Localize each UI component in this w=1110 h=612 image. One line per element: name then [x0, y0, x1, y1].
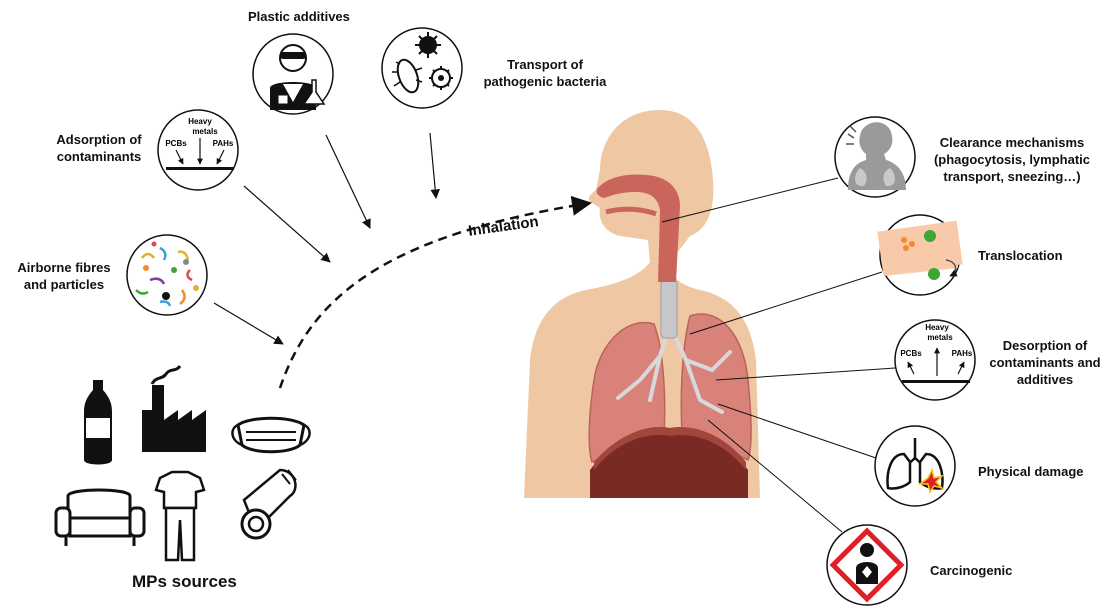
contaminant-adsorption-icon: Heavy metals PCBs PAHs [158, 110, 238, 190]
arrow-bacteria [430, 133, 436, 198]
label-plastic-additives: Plastic additives [248, 8, 350, 25]
label-mps-sources: MPs sources [132, 573, 237, 590]
svg-text:Heavy: Heavy [925, 323, 949, 332]
label-translocation: Translocation [978, 247, 1063, 264]
clothes-icon [156, 472, 204, 560]
svg-text:PCBs: PCBs [165, 139, 187, 148]
svg-text:metals: metals [192, 127, 218, 136]
sofa-icon [56, 490, 144, 546]
label-clearance-line3: transport, sneezing…) [922, 168, 1102, 185]
mps-sources [56, 366, 310, 560]
label-desorption-line3: additives [980, 371, 1110, 388]
clearance-icon [835, 117, 915, 197]
label-desorption-line1: Desorption of [980, 337, 1110, 354]
arrow-airborne [214, 303, 283, 344]
label-carcinogenic: Carcinogenic [930, 562, 1012, 579]
label-adsorption-line2: contaminants [44, 148, 154, 165]
svg-text:metals: metals [927, 333, 953, 342]
label-transport-bacteria-line1: Transport of [470, 56, 620, 73]
translocation-icon [877, 215, 962, 295]
particles-icon [127, 235, 207, 315]
svg-text:PAHs: PAHs [952, 349, 973, 358]
label-airborne-line1: Airborne fibres [4, 259, 124, 276]
scientist-icon [253, 34, 333, 114]
label-adsorption: Adsorption of contaminants [44, 131, 154, 165]
health-hazard-icon [827, 525, 907, 605]
svg-text:PCBs: PCBs [900, 349, 922, 358]
bacteria-icon [382, 28, 462, 108]
label-clearance-line2: (phagocytosis, lymphatic [922, 151, 1102, 168]
label-physical-damage: Physical damage [978, 463, 1084, 480]
label-airborne: Airborne fibres and particles [4, 259, 124, 293]
label-transport-bacteria: Transport of pathogenic bacteria [470, 56, 620, 90]
arrow-plastic-additives [326, 135, 370, 228]
carpet-roll-icon [242, 470, 296, 538]
svg-text:Heavy: Heavy [188, 117, 212, 126]
face-mask-icon [232, 418, 309, 452]
arrow-adsorption [244, 186, 330, 262]
factory-icon [142, 366, 206, 452]
damaged-lung-icon [875, 426, 955, 506]
label-transport-bacteria-line2: pathogenic bacteria [470, 73, 620, 90]
trachea [661, 280, 677, 338]
label-desorption: Desorption of contaminants and additives [980, 337, 1110, 388]
label-desorption-line2: contaminants and [980, 354, 1110, 371]
svg-text:PAHs: PAHs [213, 139, 234, 148]
label-clearance: Clearance mechanisms (phagocytosis, lymp… [922, 134, 1102, 185]
desorption-icon: Heavy metals PCBs PAHs [895, 320, 975, 400]
label-airborne-line2: and particles [4, 276, 124, 293]
label-clearance-line1: Clearance mechanisms [922, 134, 1102, 151]
label-adsorption-line1: Adsorption of [44, 131, 154, 148]
